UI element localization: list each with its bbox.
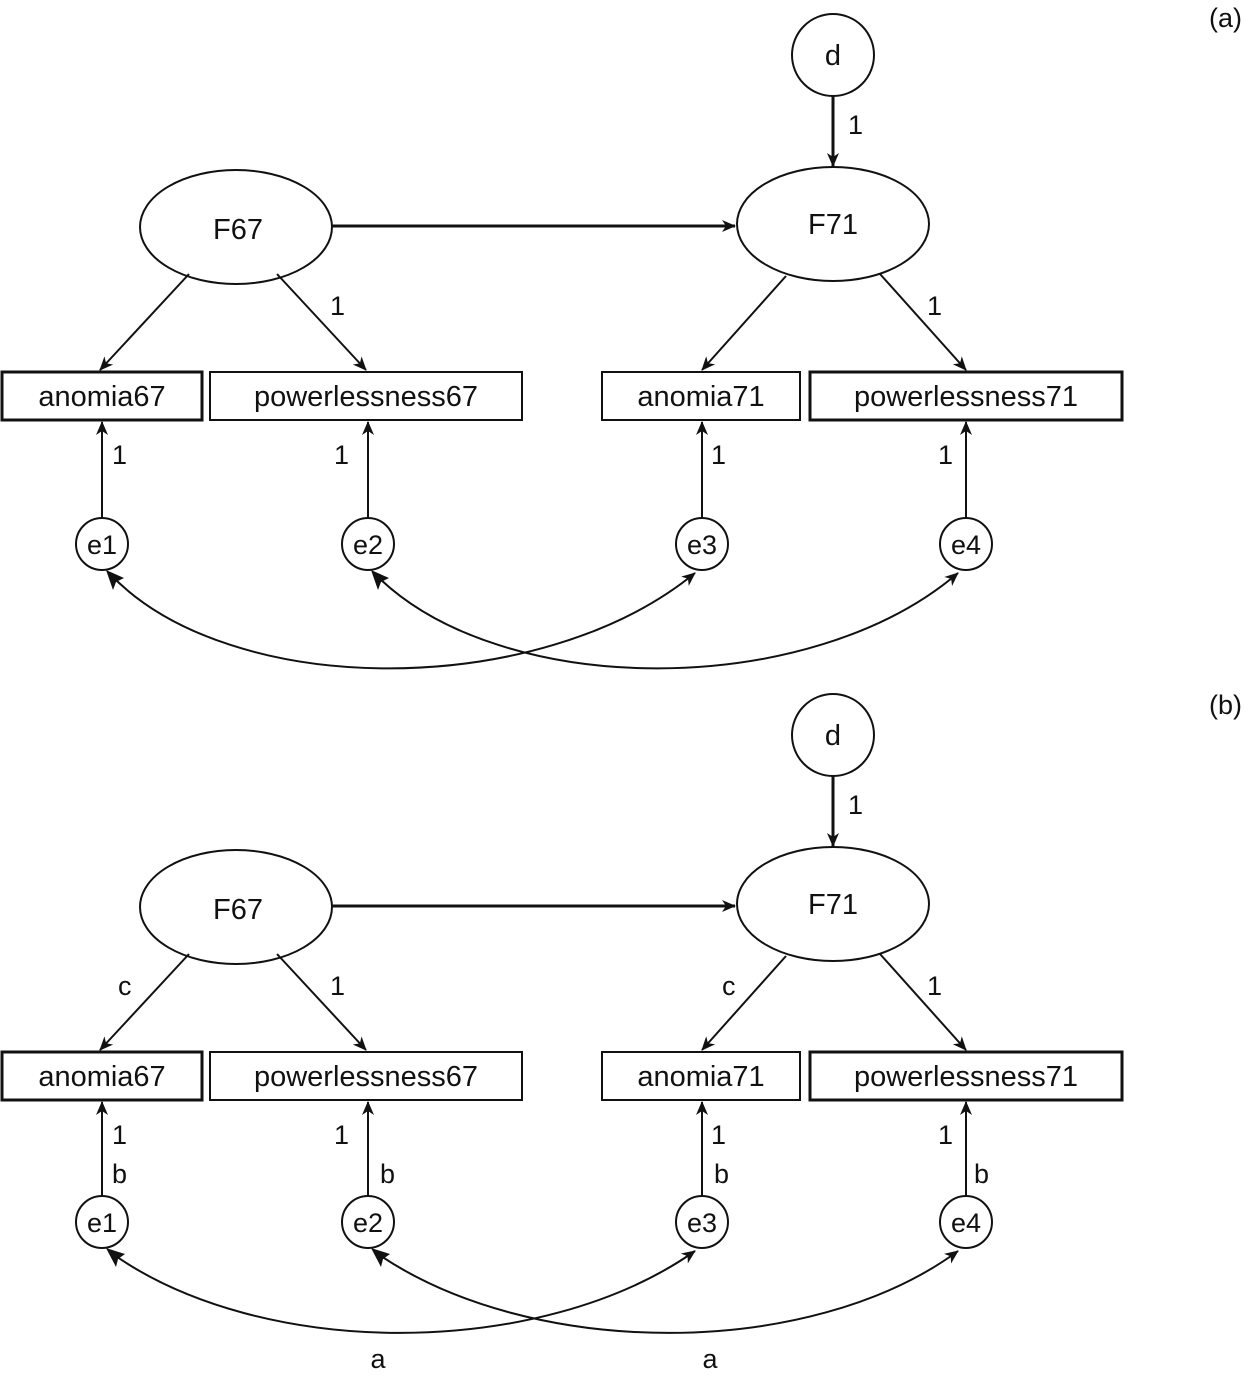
covariance-e2-e4 <box>374 1250 959 1334</box>
observed-node-powerlessness71 <box>808 370 1124 422</box>
node-label: F67 <box>213 214 263 246</box>
node-label: e2 <box>353 1208 383 1238</box>
path-F67-to-powerlessness67 <box>276 953 367 1051</box>
path-label-e3: 1 <box>711 1120 726 1150</box>
path-label-F67-anomia67: c <box>118 971 132 1001</box>
node-label: e2 <box>353 530 383 560</box>
covariance-arrowhead-e1 <box>106 1248 125 1267</box>
node-label: d <box>825 40 841 72</box>
error-node-e2 <box>341 1195 395 1249</box>
covariance-e2-e4 <box>374 572 959 670</box>
path-label-d-F71: 1 <box>848 110 863 140</box>
covariance-label-e1-e3: a <box>370 1344 386 1374</box>
path-F71-to-anomia71 <box>701 955 787 1051</box>
path-F67-to-anomia67 <box>99 273 190 371</box>
observed-node-anomia71 <box>601 1051 801 1101</box>
path-F71-to-powerlessness71 <box>879 273 967 371</box>
path-label-e4: 1 <box>938 1120 953 1150</box>
node-label: anomia71 <box>637 381 764 413</box>
node-label: F71 <box>808 209 858 241</box>
path-label-e2: 1 <box>334 440 349 470</box>
node-label: F67 <box>213 894 263 926</box>
error-node-e1 <box>75 1195 129 1249</box>
node-label: e4 <box>951 530 981 560</box>
path-F71-to-powerlessness71 <box>879 953 967 1051</box>
covariance-arrowhead-e1 <box>106 570 124 590</box>
path-label-F67-powerlessness67: 1 <box>330 291 345 321</box>
observed-node-anomia67 <box>0 370 204 422</box>
node-label: anomia67 <box>38 381 165 413</box>
latent-node-F71 <box>736 166 930 282</box>
observed-node-anomia67 <box>0 1050 204 1102</box>
path-label-d-F71: 1 <box>848 790 863 820</box>
error-node-e2 <box>341 517 395 571</box>
covariance-e1-e3 <box>109 572 696 670</box>
error-variance-label-e4: b <box>974 1159 989 1189</box>
path-label-e3: 1 <box>711 440 726 470</box>
path-F67-to-anomia67 <box>99 953 190 1051</box>
panel-b: (b) d 1 F67 F71 c 1 c 1 anomia67 powerle… <box>0 690 1242 1374</box>
error-variance-label-e3: b <box>714 1159 729 1189</box>
error-variance-label-e2: b <box>380 1159 395 1189</box>
node-label: powerlessness67 <box>254 381 478 413</box>
node-label: e1 <box>87 530 117 560</box>
path-F71-to-anomia71 <box>701 275 787 371</box>
path-label-e4: 1 <box>938 440 953 470</box>
observed-node-powerlessness71 <box>808 1050 1124 1102</box>
error-node-e3 <box>675 517 729 571</box>
error-node-e3 <box>675 1195 729 1249</box>
error-node-e4 <box>939 517 993 571</box>
latent-node-F71 <box>736 846 930 962</box>
error-node-e1 <box>75 517 129 571</box>
node-label: powerlessness71 <box>854 381 1078 413</box>
panel-a: (a) d 1 F67 F71 1 1 anomia67 powerlessne… <box>0 3 1242 670</box>
node-label: e4 <box>951 1208 981 1238</box>
panel-label: (a) <box>1209 3 1242 33</box>
node-label: anomia67 <box>38 1061 165 1093</box>
path-label-F71-anomia71: c <box>722 971 736 1001</box>
node-label: anomia71 <box>637 1061 764 1093</box>
path-label-F71-powerlessness71: 1 <box>927 291 942 321</box>
panel-label: (b) <box>1209 690 1242 720</box>
covariance-arrowhead-e2 <box>371 1248 390 1267</box>
error-node-e4 <box>939 1195 993 1249</box>
path-F67-to-powerlessness67 <box>276 273 367 371</box>
error-variance-label-e1: b <box>112 1159 127 1189</box>
node-label: powerlessness67 <box>254 1061 478 1093</box>
node-label: powerlessness71 <box>854 1061 1078 1093</box>
observed-node-powerlessness67 <box>209 1051 523 1101</box>
path-label-e2: 1 <box>334 1120 349 1150</box>
path-label-F67-powerlessness67: 1 <box>330 971 345 1001</box>
node-label: d <box>825 720 841 752</box>
path-label-F71-powerlessness71: 1 <box>927 971 942 1001</box>
path-label-e1: 1 <box>112 440 127 470</box>
covariance-arrowhead-e2 <box>371 570 389 590</box>
observed-node-anomia71 <box>601 371 801 421</box>
covariance-e1-e3 <box>109 1250 696 1334</box>
path-label-e1: 1 <box>112 1120 127 1150</box>
covariance-label-e2-e4: a <box>702 1344 718 1374</box>
node-label: e3 <box>687 1208 717 1238</box>
node-label: e3 <box>687 530 717 560</box>
node-label: F71 <box>808 889 858 921</box>
observed-node-powerlessness67 <box>209 371 523 421</box>
node-label: e1 <box>87 1208 117 1238</box>
